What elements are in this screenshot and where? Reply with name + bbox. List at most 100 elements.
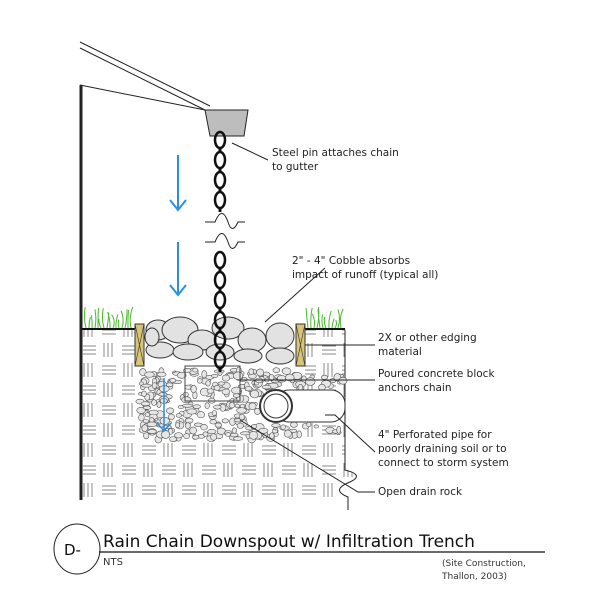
gravel-stone: [240, 431, 251, 436]
gravel-stone: [138, 413, 145, 422]
gravel-stone: [169, 436, 177, 442]
gravel-stone: [338, 376, 348, 385]
gravel-stone: [232, 436, 244, 441]
gravel-stone: [204, 402, 210, 410]
gravel-stone: [192, 367, 198, 373]
gravel-stone: [228, 402, 236, 409]
cobble-stone: [172, 343, 204, 361]
gravel-stone: [166, 407, 174, 414]
gravel-stone: [207, 429, 217, 435]
gravel-stone: [185, 417, 194, 424]
cobble-layer: [144, 316, 295, 365]
edging-board-right: [295, 323, 306, 367]
gravel-stone: [210, 433, 218, 441]
gravel-stone: [205, 380, 211, 387]
citation: (Site Construction,Thallon, 2003): [441, 559, 526, 582]
gravel-stone: [281, 367, 292, 375]
gravel-stone: [168, 413, 175, 421]
gravel-stone: [233, 371, 244, 380]
gravel-stone: [182, 391, 189, 398]
scale-note: NTS: [103, 557, 123, 568]
gravel-stone: [165, 382, 174, 387]
gravel-stone: [283, 429, 292, 438]
gravel-stone: [200, 424, 208, 431]
water-arrow-icon: [169, 155, 187, 212]
gravel-stone: [269, 432, 275, 440]
gravel-stone: [280, 424, 286, 430]
gravel-stone: [141, 383, 152, 388]
gravel-stone: [175, 413, 182, 418]
callout-drain-rock: Open drain rock: [378, 486, 463, 498]
cobble-stone: [237, 327, 267, 353]
grass-blades: [83, 306, 134, 329]
gravel-stone: [142, 405, 152, 410]
gravel-stone: [268, 373, 275, 382]
gravel-stone: [248, 368, 254, 376]
gravel-stone: [185, 422, 191, 429]
gravel-stone: [272, 367, 281, 373]
perforated-pipe: [259, 389, 346, 423]
gutter: [204, 109, 249, 137]
gravel-stone: [249, 389, 260, 399]
gravel-stone: [146, 421, 158, 428]
gravel-stone: [142, 418, 150, 424]
gravel-stone: [248, 431, 258, 440]
gravel-stone: [136, 407, 146, 414]
gravel-stone: [256, 368, 264, 377]
infiltration-arrow-icon: [156, 378, 172, 433]
gravel-stone: [234, 403, 240, 408]
gravel-stone: [216, 427, 226, 435]
diagram-title: Rain Chain Downspout w/ Infiltration Tre…: [103, 532, 475, 552]
gravel-stone: [225, 432, 231, 437]
grass-blades: [305, 306, 344, 329]
gravel-stone: [186, 408, 197, 415]
gravel-stone: [156, 401, 162, 408]
gravel-stone: [151, 382, 158, 389]
gravel-stone: [192, 404, 201, 409]
gravel-stone: [296, 430, 302, 439]
gravel-stone: [182, 403, 193, 408]
grass: [83, 306, 344, 329]
water-arrow-icon: [169, 242, 187, 297]
gravel-stone: [141, 424, 148, 432]
gravel-stone: [161, 430, 171, 439]
detail-id: D-: [64, 541, 81, 559]
chain-link: [213, 170, 227, 190]
gravel-stone: [336, 425, 342, 434]
rain-chain: [213, 130, 227, 372]
gravel-stone: [176, 371, 187, 379]
gravel-stone: [214, 422, 223, 428]
gravel-stone: [144, 371, 155, 378]
gravel-stone: [196, 411, 206, 419]
gravel-stone: [271, 428, 278, 434]
gravel-stone: [181, 396, 192, 404]
gravel-stone: [221, 374, 230, 382]
cobble-stone: [265, 322, 295, 350]
gravel-stone: [258, 427, 269, 434]
gravel-stone: [206, 388, 215, 394]
gravel-stone: [175, 422, 181, 429]
gravel-stone: [158, 392, 168, 397]
gravel-stone: [221, 418, 229, 424]
roof-eave: [79, 41, 211, 111]
cobble-stone: [211, 316, 245, 340]
edging-board-left: [134, 323, 145, 367]
chain-link: [213, 270, 227, 290]
chain-link: [213, 190, 227, 210]
gravel-stone: [189, 426, 197, 435]
leader-lines: [231, 142, 376, 493]
gravel-stone: [190, 384, 197, 394]
chain-link: [213, 250, 227, 270]
chain-link: [213, 150, 227, 170]
gravel-stone: [271, 423, 281, 428]
concrete-block: [184, 365, 241, 402]
gravel-stone: [229, 432, 239, 438]
gravel-stone: [305, 377, 316, 386]
